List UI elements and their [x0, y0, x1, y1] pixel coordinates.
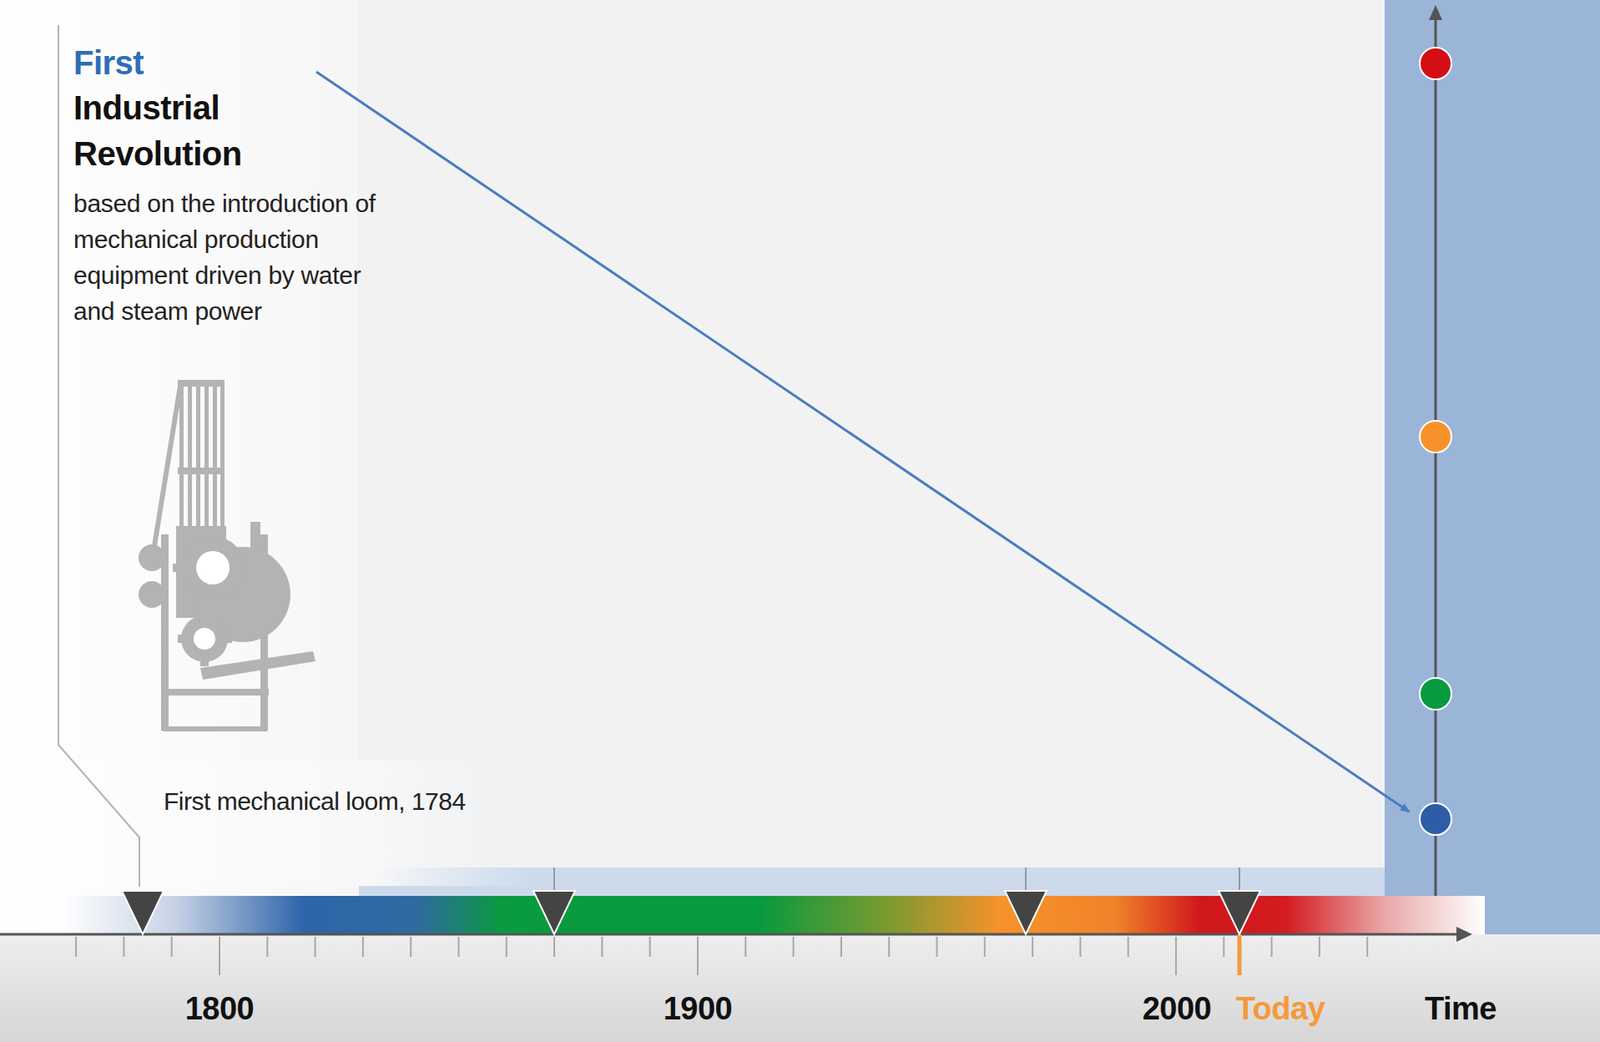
loom-illustration — [138, 379, 316, 732]
body-text: based on the introduction of mechanical … — [73, 185, 391, 329]
today-label: Today — [1236, 990, 1326, 1027]
heading-title: Industrial Revolution — [73, 85, 391, 177]
year-label: 1900 — [663, 990, 733, 1027]
figure-caption: First mechanical loom, 1784 — [163, 787, 466, 816]
era-panel: FirstIndustrial Revolutionbased on the i… — [73, 40, 391, 329]
heading-ordinal: First — [73, 40, 391, 86]
year-label: 1800 — [185, 990, 255, 1027]
year-label: 2000 — [1142, 990, 1212, 1027]
level-dots — [1419, 47, 1452, 835]
axis-label: Time — [1424, 990, 1497, 1027]
era-markers — [121, 890, 1261, 934]
